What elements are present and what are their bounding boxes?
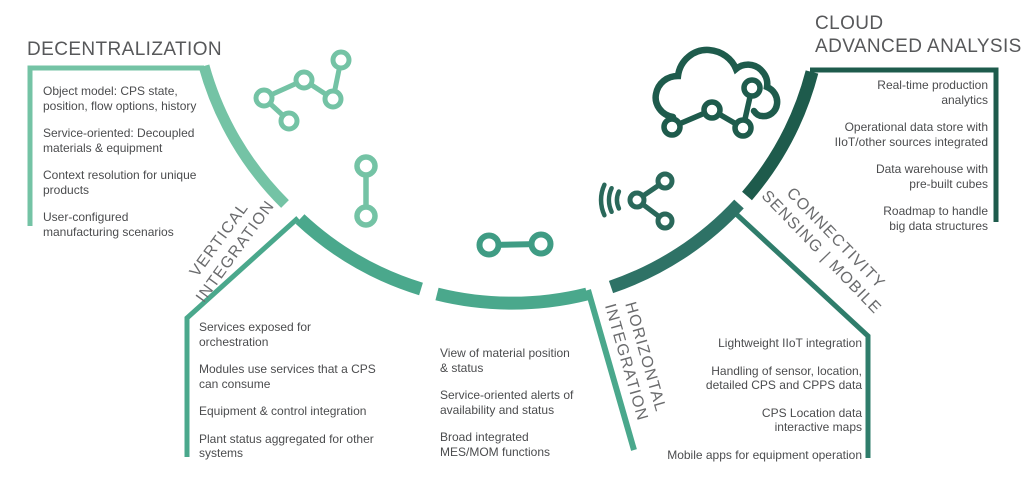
decentralization-item-list: Object model: CPS state, position, flow … [43,84,243,252]
arc-segment-connectivity [608,199,744,294]
bracket-decentralization [27,65,204,226]
list-item: View of material position & status [440,346,570,375]
list-item: Lightweight IIoT integration [718,336,862,350]
network-nodes-icon [253,49,352,132]
bracket-connectivity [732,210,871,458]
wireless-sensor-icon [598,171,675,231]
list-item: Service-oriented: Decoupled materials & … [43,126,195,155]
list-item: User-configured manufacturing scenarios [43,210,174,239]
list-item: Equipment & control integration [199,404,367,418]
list-item: Mobile apps for equipment operation [667,447,862,462]
list-item: Real-time production analytics [877,78,988,107]
arc-segment-vertical [295,214,423,296]
arc-segment-decentralization [198,64,289,208]
list-item: Service-oriented alerts of availability … [440,388,574,417]
list-item: Object model: CPS state, position, flow … [43,84,197,113]
list-item: CPS Location data interactive maps [761,405,862,435]
list-item: Broad integrated MES/MOM functions [440,430,551,459]
horizontal-integration-item-list: View of material position & status Servi… [440,346,605,472]
list-item: Handling of sensor, location, detailed C… [705,363,862,393]
list-item: Plant status aggregated for other system… [199,431,374,461]
bracket-horizontal-integration [585,289,637,451]
cloud-network-icon [652,46,781,139]
vertical-integration-item-list: Services exposed for orchestration Modul… [199,320,404,474]
bracket-vertical-integration [184,216,300,457]
list-item: Roadmap to handle big data structures [883,204,988,233]
list-item: Data warehouse with pre-built cubes [875,162,988,191]
decentralization-heading: DECENTRALIZATION [27,39,223,60]
list-item: Services exposed for orchestration [199,320,312,349]
vertical-link-icon [354,154,378,228]
list-item: Operational data store with IIoT/other s… [834,120,988,149]
bracket-cloud [810,67,999,222]
horizontal-link-icon [476,231,554,258]
list-item: Modules use services that a CPS can cons… [199,362,376,391]
arc-segment-cloud [742,70,819,201]
arc-segment-center [435,287,589,310]
cloud-advanced-analysis-item-list: Real-time production analytics Operation… [793,78,988,246]
cloud-advanced-analysis-heading: CLOUD ADVANCED ANALYSIS [815,13,1022,57]
list-item: Context resolution for unique products [43,168,197,197]
connectivity-item-list: Lightweight IIoT integration Handling of… [647,336,862,475]
